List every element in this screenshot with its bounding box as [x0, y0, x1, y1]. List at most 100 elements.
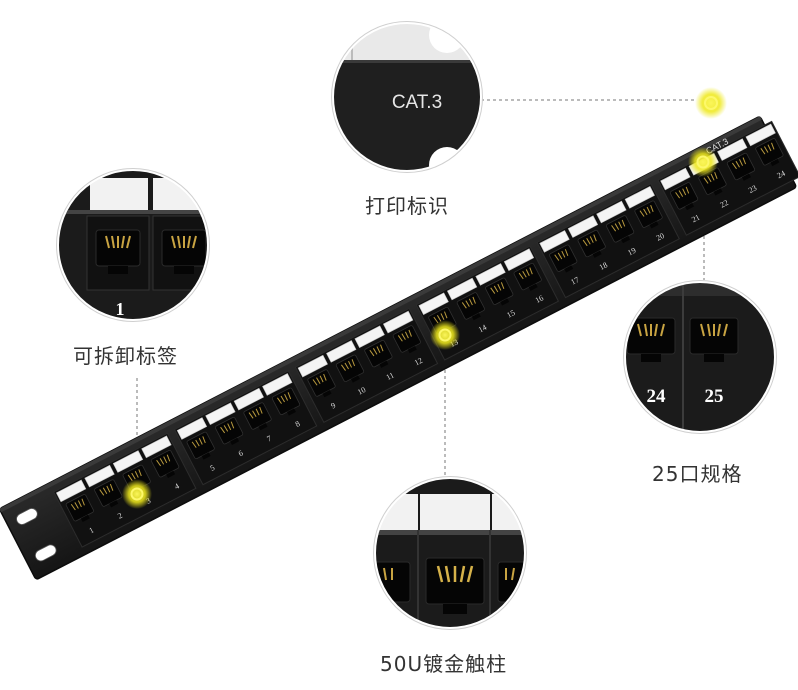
gold-pin	[561, 250, 566, 258]
gold-pin	[589, 236, 594, 243]
gold-pin	[703, 177, 709, 184]
gold-pin	[650, 205, 654, 212]
label-strip	[84, 464, 115, 488]
label-strip	[660, 167, 691, 191]
gold-pin	[259, 406, 263, 414]
highlight-ring	[696, 155, 710, 169]
gold-pin	[714, 172, 718, 179]
gold-pin	[372, 348, 378, 355]
gold-pin	[109, 483, 114, 491]
port-number: 18	[598, 260, 609, 272]
gold-pin	[287, 392, 292, 400]
gold-pin	[618, 221, 623, 229]
gold-pin	[767, 144, 772, 152]
gold-pin	[198, 437, 203, 445]
gold-pin	[248, 412, 254, 419]
gold-pin	[564, 249, 569, 257]
port-latch	[770, 158, 780, 167]
port-latch	[621, 235, 631, 244]
gold-pin	[771, 142, 775, 150]
gold-pin	[436, 315, 442, 322]
port-number: 14	[477, 323, 488, 335]
gold-pin	[319, 375, 324, 383]
rj45-port	[755, 138, 784, 166]
gold-pin	[134, 471, 139, 478]
label-strip	[418, 292, 449, 315]
label-strip	[567, 215, 599, 238]
port-latch	[500, 298, 510, 306]
port-latch	[322, 390, 332, 398]
gold-pin	[614, 223, 620, 230]
panel-top-edge	[0, 116, 762, 513]
gold-pin	[127, 474, 133, 481]
zoom-port-number-25: 25	[705, 386, 724, 407]
gold-pin	[223, 425, 229, 432]
gold-pin	[202, 436, 206, 444]
zoom-port-number: 1	[116, 299, 125, 319]
gold-pin	[739, 159, 743, 166]
port-number: 1	[88, 525, 96, 535]
gold-pin	[582, 239, 588, 247]
gold-pin	[557, 252, 563, 260]
highlight-marker-label-strip	[122, 479, 152, 509]
gold-pin	[461, 302, 467, 309]
gold-pin	[500, 282, 505, 290]
gold-pin	[735, 160, 740, 168]
caption-removable-label: 可拆卸标签	[73, 344, 178, 368]
gold-pin	[376, 346, 381, 354]
gold-pin	[81, 498, 85, 506]
gold-pin	[468, 298, 473, 306]
gold-pin	[369, 349, 375, 357]
label-strip	[745, 123, 776, 147]
label-strip	[233, 387, 264, 411]
highlight-ring	[130, 487, 144, 501]
label-strip	[446, 277, 478, 301]
port-latch	[201, 452, 211, 460]
gold-pin	[397, 335, 403, 342]
gold-pin	[611, 225, 617, 232]
label-strip	[112, 450, 144, 473]
label-strip	[205, 402, 236, 426]
port-latch	[350, 375, 360, 383]
highlight-ring	[704, 96, 718, 110]
caption-gold-pins: 50U镀金触柱	[380, 652, 508, 676]
label-strip	[297, 354, 328, 378]
gold-pin	[77, 500, 82, 508]
port-latch	[471, 312, 481, 321]
port-number: 16	[534, 293, 545, 305]
gold-pin	[682, 188, 687, 196]
label-strip	[596, 200, 627, 224]
gold-pin	[586, 237, 591, 245]
gold-pin	[529, 267, 533, 275]
port-latch	[713, 188, 723, 196]
port-number: 6	[237, 448, 245, 458]
rj45-port	[94, 479, 123, 507]
gold-pin	[472, 296, 476, 304]
gold-pin	[102, 487, 108, 495]
highlight-markers	[122, 87, 727, 509]
gold-pin	[163, 456, 168, 464]
gold-pin	[404, 331, 409, 339]
port-number: 2	[116, 511, 124, 521]
port-number: 23	[747, 183, 758, 195]
label-strip	[262, 373, 293, 396]
port-latch	[379, 360, 389, 368]
gold-pin	[444, 311, 448, 319]
gold-pin	[518, 272, 524, 280]
label-strip	[717, 138, 748, 161]
caption-port-spec: 25口规格	[652, 462, 743, 486]
port-latch	[258, 423, 268, 431]
label-strip	[624, 186, 655, 209]
label-strip	[539, 230, 570, 253]
rj45-port	[577, 229, 606, 258]
port-latch	[287, 408, 296, 416]
port-latch	[528, 283, 538, 291]
zoom-port-number-24: 24	[647, 386, 667, 407]
gold-pin	[380, 344, 384, 352]
zoom-removable-label: 1	[56, 168, 210, 322]
port-latch	[685, 202, 695, 211]
gold-pin	[760, 148, 766, 155]
label-strip	[503, 248, 535, 271]
